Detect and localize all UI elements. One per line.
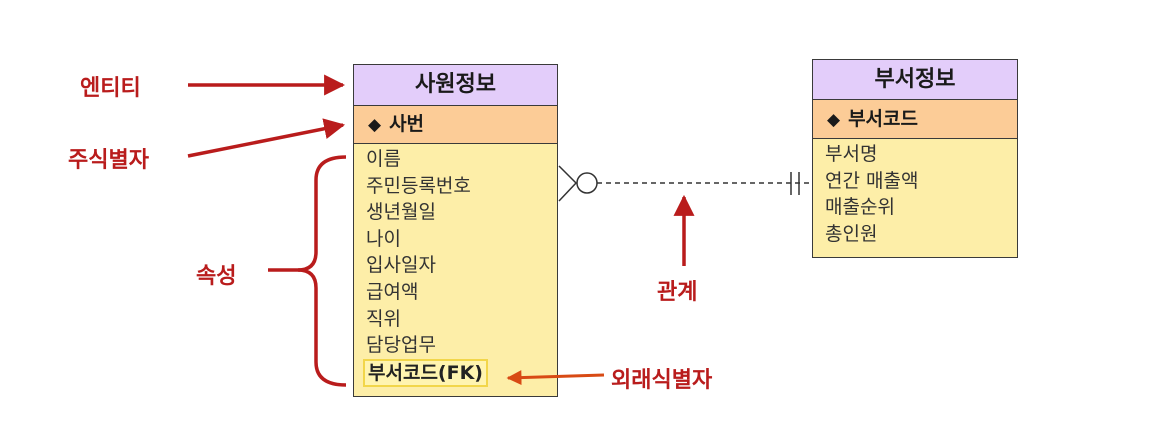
employee-primary-key: ◆ 사번 [354, 106, 557, 144]
employee-attribute: 주민등록번호 [366, 174, 471, 197]
employee-attribute-list: 이름 주민등록번호 생년월일 나이 입사일자 급여액 직위 담당업무 부서코드(… [354, 144, 557, 387]
employee-attribute: 나이 [366, 227, 401, 250]
department-attribute: 연간 매출액 [825, 169, 919, 192]
employee-attribute: 이름 [366, 148, 401, 170]
optional-circle-icon [576, 172, 598, 194]
diamond-icon: ◆ [827, 110, 841, 130]
department-attribute: 총인원 [825, 222, 878, 245]
employee-attribute: 직위 [366, 307, 401, 330]
department-entity-title: 부서정보 [813, 60, 1017, 100]
department-attribute: 매출순위 [825, 196, 895, 219]
primary-key-label: 주식별자 [68, 148, 149, 173]
employee-attribute: 생년월일 [366, 201, 436, 224]
entity-label: 엔티티 [80, 76, 141, 101]
employee-attribute: 입사일자 [366, 254, 436, 277]
attributes-label: 속성 [196, 264, 237, 289]
employee-attribute: 급여액 [366, 280, 419, 303]
employee-attribute: 담당업무 [366, 334, 436, 357]
primary-key-arrow [187, 118, 346, 158]
employee-foreign-key: 부서코드(FK) [363, 358, 488, 387]
attributes-brace [297, 155, 347, 387]
employee-entity-title: 사원정보 [354, 65, 557, 106]
foreign-key-label: 외래식별자 [611, 368, 713, 393]
diamond-icon: ◆ [368, 115, 382, 135]
crows-foot-many-icon [558, 165, 578, 202]
relationship-label: 관계 [657, 280, 698, 305]
department-attribute: 부서명 [825, 143, 878, 165]
department-attribute-list: 부서명 연간 매출액 매출순위 총인원 [813, 139, 1017, 247]
employee-pk-label: 사번 [389, 113, 425, 135]
department-entity: 부서정보 ◆ 부서코드 부서명 연간 매출액 매출순위 총인원 [812, 59, 1018, 258]
department-primary-key: ◆ 부서코드 [813, 100, 1017, 139]
department-pk-label: 부서코드 [848, 108, 918, 130]
employee-entity: 사원정보 ◆ 사번 이름 주민등록번호 생년월일 나이 입사일자 급여액 직위 담… [353, 64, 558, 397]
